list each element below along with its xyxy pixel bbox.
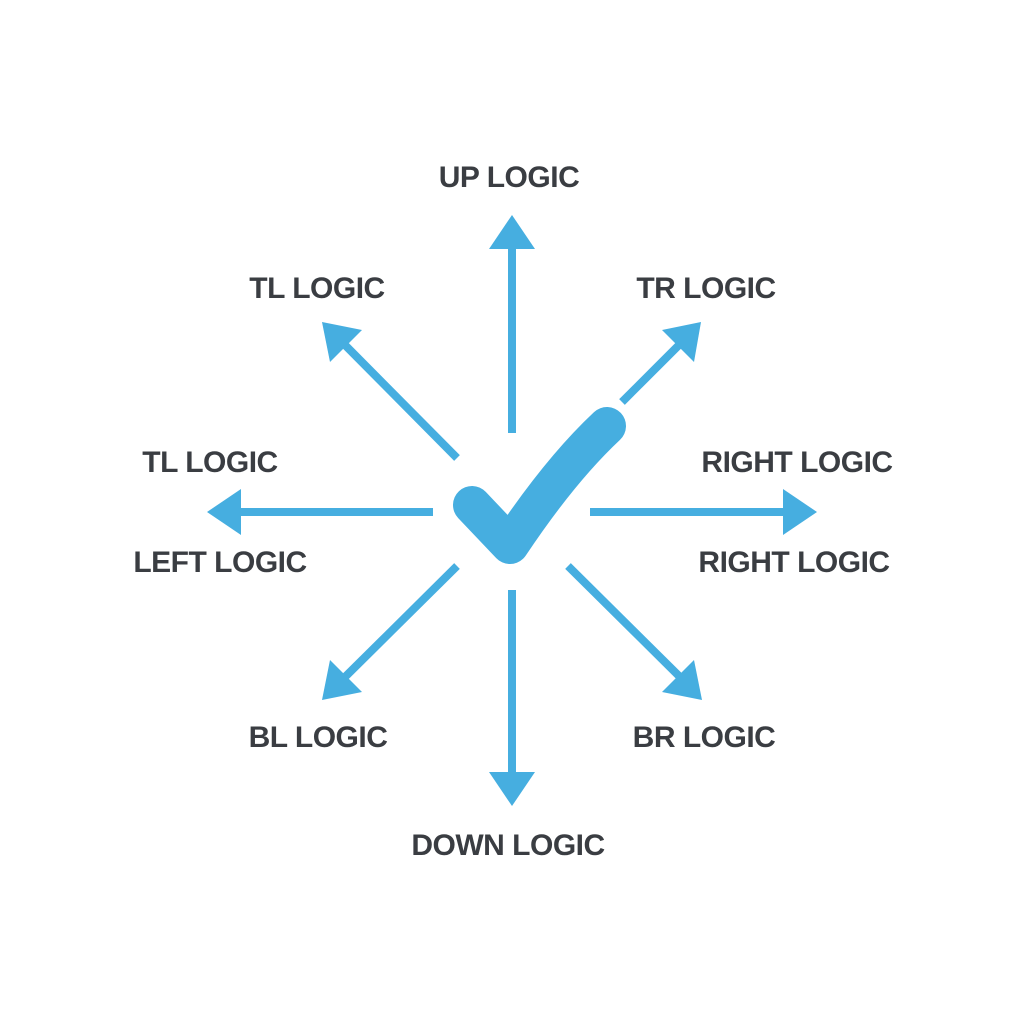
arrow-top-left [322,322,460,461]
label-left-upper: TL LOGIC [142,446,278,479]
arrow-up [489,215,535,433]
label-up: UP LOGIC [438,161,580,194]
label-bottom-right: BR LOGIC [632,721,776,754]
label-top-right: TR LOGIC [636,272,776,305]
label-bottom-left: BL LOGIC [248,721,388,754]
label-right-lower: RIGHT LOGIC [698,546,890,579]
label-down: DOWN LOGIC [411,829,605,862]
arrow-left [207,489,433,535]
arrow-down [489,590,535,806]
label-top-left: TL LOGIC [249,272,385,305]
arrow-right [590,489,817,535]
arrow-bottom-left [322,563,460,700]
arrow-bottom-right [565,563,702,700]
label-right-upper: RIGHT LOGIC [701,446,893,479]
checkmark-icon [453,407,626,564]
arrow-top-right [619,322,701,405]
label-left-lower: LEFT LOGIC [133,546,307,579]
